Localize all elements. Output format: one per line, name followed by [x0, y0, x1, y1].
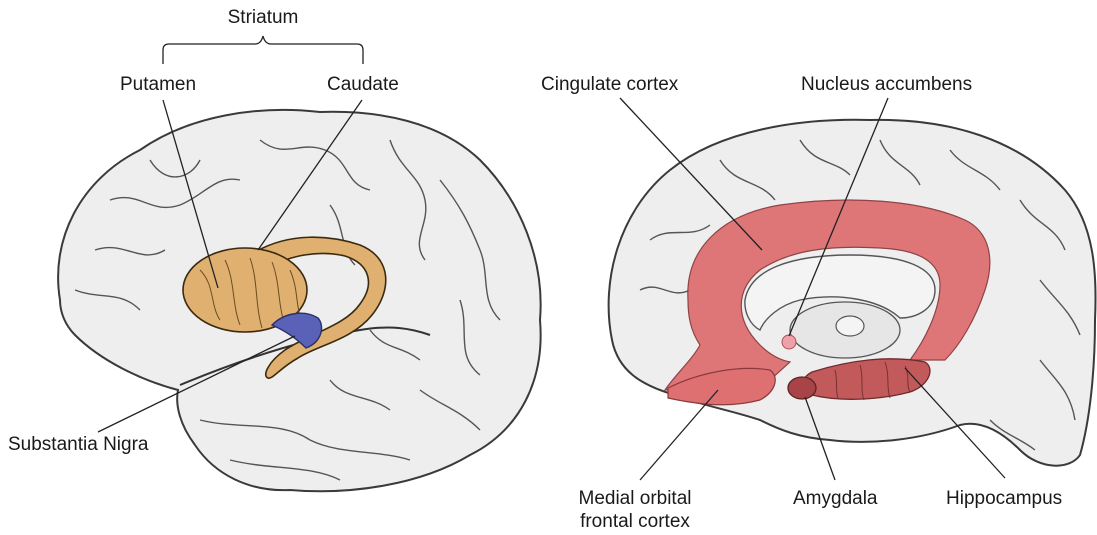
thalamus-inner	[836, 316, 864, 336]
medial-orbital-label-line1: Medial orbital	[560, 488, 710, 510]
cingulate-cortex-label: Cingulate cortex	[541, 74, 678, 96]
striatum-label: Striatum	[205, 7, 321, 29]
substantia-nigra-label: Substantia Nigra	[8, 434, 148, 456]
hippocampus-label: Hippocampus	[946, 488, 1062, 510]
medial-brain	[609, 120, 1096, 466]
medial-orbital-leader	[640, 390, 718, 480]
putamen-label: Putamen	[120, 74, 196, 96]
caudate-label: Caudate	[327, 74, 399, 96]
amygdala-shape	[788, 377, 816, 399]
nucleus-accumbens-shape	[782, 335, 796, 349]
nucleus-accumbens-label: Nucleus accumbens	[801, 74, 972, 96]
amygdala-label: Amygdala	[793, 488, 878, 510]
medial-orbital-label-line2: frontal cortex	[560, 511, 710, 533]
striatum-bracket	[163, 36, 363, 64]
